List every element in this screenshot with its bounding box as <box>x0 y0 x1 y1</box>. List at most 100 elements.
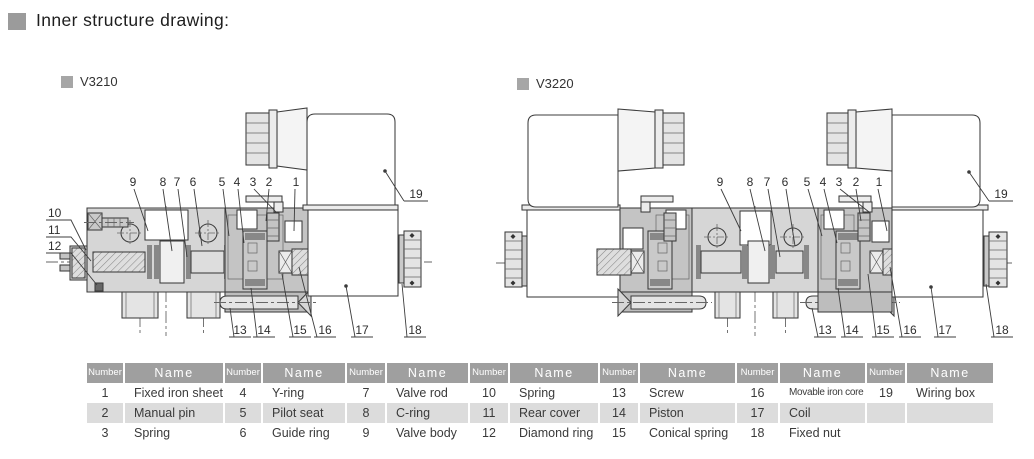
svg-text:2: 2 <box>266 175 273 189</box>
svg-text:4: 4 <box>820 175 827 189</box>
callout-18: 18 <box>401 283 426 338</box>
part-name: Coil <box>780 403 867 423</box>
callout-2: 2 <box>853 175 862 222</box>
part-number: 18 <box>737 423 780 443</box>
callout-15: 15 <box>867 273 894 338</box>
callout-14: 14 <box>250 287 275 338</box>
part-number: 13 <box>600 383 640 403</box>
svg-text:7: 7 <box>174 175 181 189</box>
part-number: 17 <box>737 403 780 423</box>
svg-text:16: 16 <box>318 323 332 337</box>
v3220-left-end-cap <box>504 231 528 288</box>
part-name: Spring <box>510 383 600 403</box>
callout-4: 4 <box>234 175 245 244</box>
svg-text:2: 2 <box>853 175 860 189</box>
v3220-right-wiring-box <box>826 108 981 208</box>
svg-text:15: 15 <box>876 323 890 337</box>
part-name: Pilot seat <box>263 403 347 423</box>
part-name: Manual pin <box>125 403 225 423</box>
part-number: 5 <box>225 403 263 423</box>
part-number: 4 <box>225 383 263 403</box>
v3220-left-wiring-box <box>527 108 685 208</box>
callout-13: 13 <box>811 307 836 338</box>
page-title: Inner structure drawing: <box>36 10 230 30</box>
part-name: Piston <box>640 403 737 423</box>
v3220-left-bottom-bolt <box>612 287 712 318</box>
valve-drawing-v3210: 9 8 7 6 5 4 3 2 1 10 11 12 13 14 15 16 1… <box>46 107 432 338</box>
diagram-label-v3220: V3220 <box>536 76 574 91</box>
svg-text:4: 4 <box>234 175 241 189</box>
callout-5: 5 <box>219 175 230 237</box>
callout-19: 19 <box>967 170 1013 202</box>
svg-text:6: 6 <box>190 175 197 189</box>
part-number: 2 <box>87 403 125 423</box>
part-number: 16 <box>737 383 780 403</box>
callout-16: 16 <box>889 266 921 338</box>
callout-17: 17 <box>929 285 956 338</box>
svg-text:14: 14 <box>257 323 271 337</box>
callout-9: 9 <box>717 175 742 232</box>
v3210-callouts: 9 8 7 6 5 4 3 2 1 10 11 12 13 14 15 16 1… <box>46 169 428 338</box>
part-number: 11 <box>470 403 510 423</box>
diagram-label-v3210: V3210 <box>80 74 118 89</box>
svg-text:8: 8 <box>747 175 754 189</box>
table-header-number: Number <box>867 363 907 383</box>
svg-text:5: 5 <box>219 175 226 189</box>
table-header-name: Name <box>125 363 225 383</box>
part-name: Valve rod <box>387 383 470 403</box>
section-bullet-icon <box>8 13 26 30</box>
callout-6: 6 <box>782 175 796 247</box>
part-number: 1 <box>87 383 125 403</box>
table-header-name: Name <box>780 363 867 383</box>
svg-text:12: 12 <box>48 239 62 253</box>
v3210-spool <box>92 240 244 284</box>
part-number: 8 <box>347 403 387 423</box>
v3220-ports <box>714 291 799 319</box>
part-name: C-ring <box>387 403 470 423</box>
inner-structure-drawings: 9 8 7 6 5 4 3 2 1 10 11 12 13 14 15 16 1… <box>46 107 1014 338</box>
svg-text:18: 18 <box>995 323 1009 337</box>
v3220-bullet-icon <box>517 78 529 90</box>
part-name: Wiring box <box>916 386 976 400</box>
part-number: 3 <box>87 423 125 443</box>
part-number: 15 <box>600 423 640 443</box>
part-name: Spring <box>125 423 225 443</box>
callout-1: 1 <box>293 175 300 232</box>
svg-text:3: 3 <box>836 175 843 189</box>
callout-3: 3 <box>250 175 277 213</box>
svg-text:1: 1 <box>876 175 883 189</box>
callout-11: 11 <box>46 223 92 262</box>
callout-18: 18 <box>985 283 1013 338</box>
svg-text:6: 6 <box>782 175 789 189</box>
svg-text:15: 15 <box>293 323 307 337</box>
part-number: 19 <box>867 383 907 403</box>
v3210-bullet-icon <box>61 76 73 88</box>
callout-2: 2 <box>265 175 273 222</box>
part-name: Diamond ring <box>510 423 600 443</box>
callout-8: 8 <box>747 175 766 252</box>
svg-text:13: 13 <box>818 323 832 337</box>
table-header-name: Name <box>640 363 737 383</box>
callout-14: 14 <box>837 287 863 338</box>
part-number: 14 <box>600 403 640 423</box>
table-header-number: Number <box>737 363 780 383</box>
callout-10: 10 <box>46 206 87 251</box>
part-name: Movable iron core <box>780 383 867 403</box>
part-number: 9 <box>347 423 387 443</box>
part-name: Rear cover <box>510 403 600 423</box>
table-header-number: Number <box>600 363 640 383</box>
v3220-valve-body <box>691 207 819 293</box>
part-number <box>867 423 907 443</box>
part-name <box>907 403 993 423</box>
svg-text:9: 9 <box>717 175 724 189</box>
parts-table: Number Name Number Name Number Name Numb… <box>87 363 993 443</box>
part-number: 6 <box>225 423 263 443</box>
svg-text:14: 14 <box>845 323 859 337</box>
part-name: Valve body <box>387 423 470 443</box>
table-header-number: Number <box>225 363 263 383</box>
v3210-top-screw <box>84 212 134 231</box>
svg-text:18: 18 <box>408 323 422 337</box>
part-name: Y-ring <box>263 383 347 403</box>
v3210-wiring-box <box>245 107 396 206</box>
part-name: Guide ring <box>263 423 347 443</box>
